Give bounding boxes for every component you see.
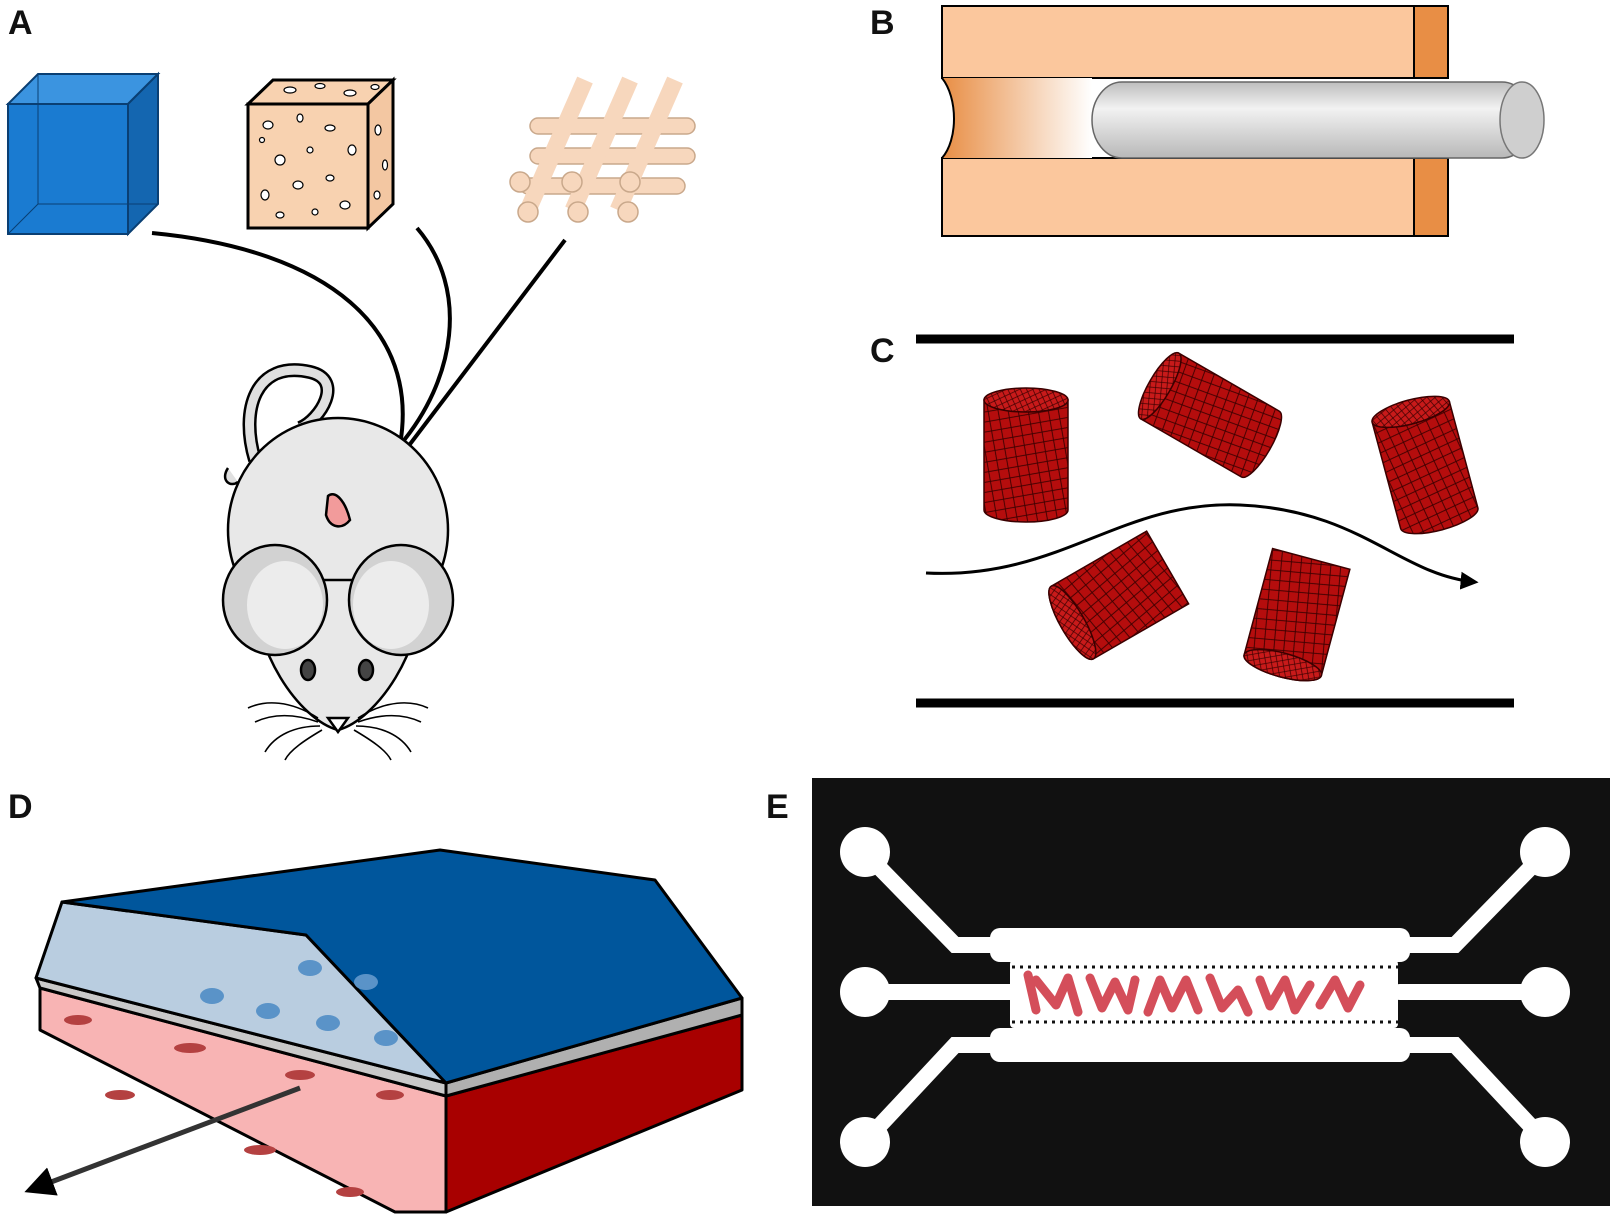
hydrogel-cube-icon (5, 71, 161, 237)
fiber-scaffold-icon (509, 76, 696, 223)
membrane-device-icon (24, 848, 744, 1214)
panel-d: D (8, 788, 744, 1214)
microcarrier-icon (983, 351, 1479, 682)
panel-c-label: C (870, 332, 895, 370)
porous-sponge-icon (244, 76, 397, 232)
panel-b-label: B (870, 4, 895, 42)
microfluidic-chip-icon (812, 778, 1610, 1206)
mouse-icon (221, 363, 455, 761)
syringe-rod-icon (941, 5, 1545, 237)
panel-d-label: D (8, 788, 33, 826)
panel-c: C (870, 332, 1514, 708)
panel-e-label: E (766, 788, 789, 826)
panel-e: E (766, 778, 1610, 1206)
panel-b: B (870, 4, 1545, 237)
panel-a: A (5, 4, 696, 761)
panel-a-label: A (8, 4, 33, 42)
